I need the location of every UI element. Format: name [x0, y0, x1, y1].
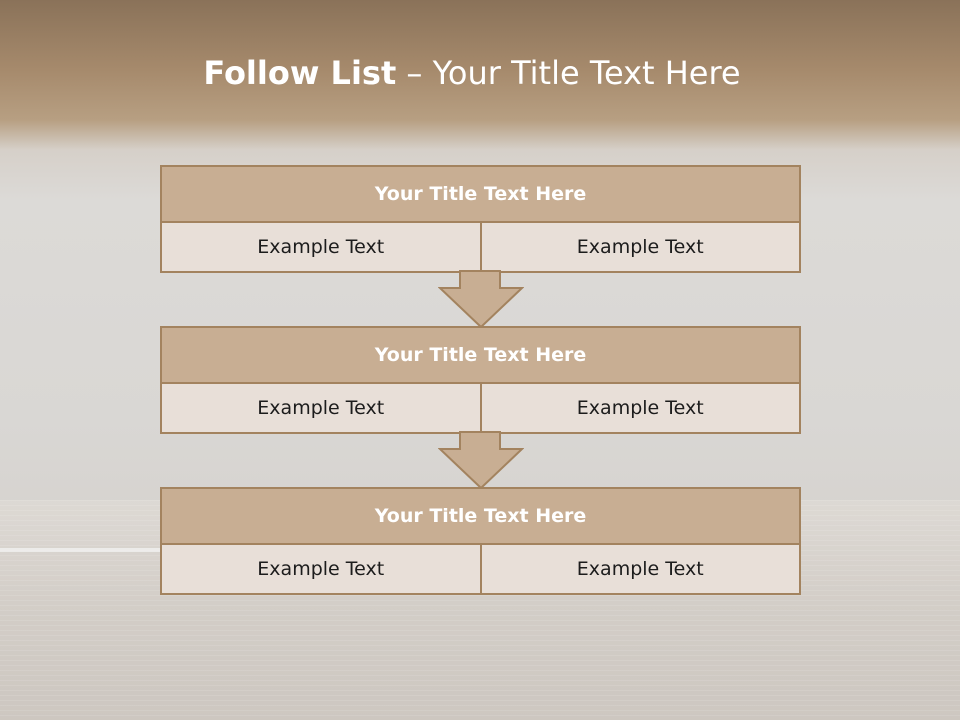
- slide-title: Follow List – Your Title Text Here: [0, 54, 944, 92]
- step-box-3: Your Title Text Here Example Text Exampl…: [160, 487, 801, 595]
- step-box-2: Your Title Text Here Example Text Exampl…: [160, 326, 801, 434]
- slide-title-rest: – Your Title Text Here: [406, 54, 741, 92]
- step-2-right-text: Example Text: [481, 384, 801, 434]
- step-1-title: Your Title Text Here: [160, 165, 801, 223]
- step-1-right-text: Example Text: [481, 223, 801, 273]
- slide-title-bold: Follow List: [203, 54, 397, 92]
- step-box-1: Your Title Text Here Example Text Exampl…: [160, 165, 801, 273]
- step-1-row: Example Text Example Text: [160, 223, 801, 273]
- step-3-right-text: Example Text: [481, 545, 801, 595]
- step-2-left-text: Example Text: [160, 384, 482, 434]
- step-3-row: Example Text Example Text: [160, 545, 801, 595]
- step-2-row: Example Text Example Text: [160, 384, 801, 434]
- step-3-left-text: Example Text: [160, 545, 482, 595]
- down-arrow-icon: [438, 270, 524, 328]
- step-2-title: Your Title Text Here: [160, 326, 801, 384]
- step-1-left-text: Example Text: [160, 223, 482, 273]
- step-3-title: Your Title Text Here: [160, 487, 801, 545]
- down-arrow-icon: [438, 431, 524, 489]
- background-shoreline: [0, 548, 160, 552]
